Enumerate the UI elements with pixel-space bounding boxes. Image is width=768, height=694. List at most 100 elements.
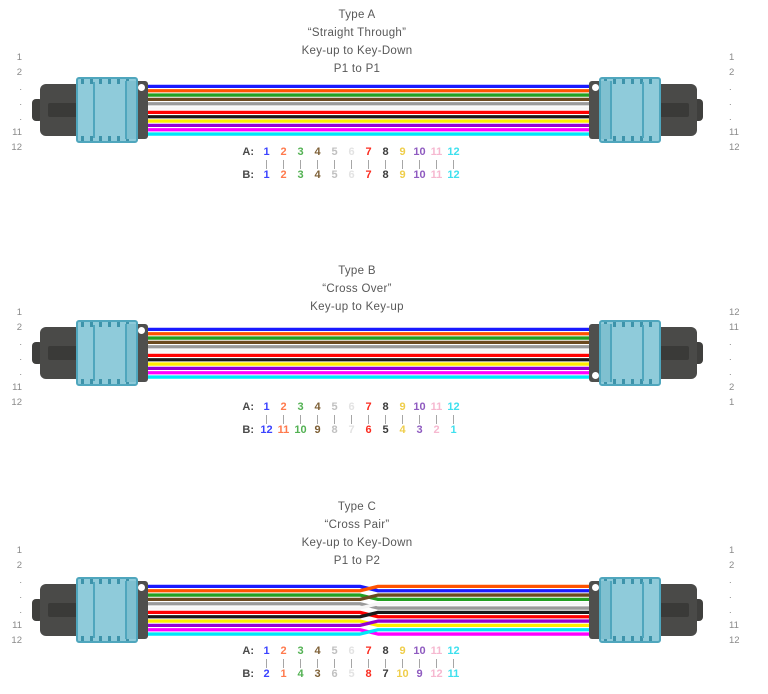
map-a-position-10: 10 — [413, 645, 426, 657]
port-number: 12 — [11, 635, 22, 646]
strain-relief — [659, 103, 689, 117]
port-number: . — [729, 97, 732, 108]
port-number: 2 — [729, 560, 735, 571]
map-a-position-10: 10 — [413, 401, 426, 413]
map-link-bar — [333, 159, 336, 169]
connector-ridges-top — [604, 322, 656, 327]
map-a-position-8: 8 — [382, 401, 389, 413]
map-b-position-1: 12 — [260, 424, 273, 436]
connector-endcap — [125, 581, 136, 639]
port-number: . — [19, 367, 22, 378]
guide-pin-dot — [138, 584, 145, 591]
port-number: 12 — [729, 307, 740, 318]
right-boot-tab — [692, 99, 703, 121]
fiber-ribbon — [146, 327, 591, 379]
fiber-strand-8 — [146, 610, 591, 619]
map-a-position-8: 8 — [382, 645, 389, 657]
map-b-position-5: 8 — [331, 424, 338, 436]
map-link-bar — [401, 159, 404, 169]
map-bar-cell — [445, 414, 462, 424]
map-bar-cell — [377, 159, 394, 169]
left-connector-body — [76, 77, 138, 143]
fiber-strand-2 — [146, 584, 591, 593]
connector-ridges-bottom — [604, 379, 656, 384]
map-b-position-10: 3 — [416, 424, 423, 436]
map-b-position-11: 2 — [433, 424, 440, 436]
map-b-position-11: 12 — [430, 668, 443, 680]
cable-assembly — [0, 278, 768, 428]
map-a-position-4: 4 — [314, 146, 321, 158]
right-connector-body — [599, 577, 661, 643]
map-link-bar — [435, 159, 438, 169]
map-b-position-7: 8 — [365, 668, 372, 680]
map-b-position-1: 1 — [263, 169, 270, 181]
port-number: 12 — [11, 397, 22, 408]
map-bar-cell — [394, 414, 411, 424]
map-link-bar — [282, 414, 285, 424]
connector-endcap — [601, 581, 612, 639]
connector-endcap — [125, 81, 136, 139]
map-bar-cell — [445, 159, 462, 169]
map-a-position-3: 3 — [297, 401, 304, 413]
map-link-bar — [299, 159, 302, 169]
map-a-position-11: 11 — [430, 146, 443, 158]
port-number: 11 — [12, 382, 22, 393]
connector-ridges-bottom — [81, 636, 133, 641]
bars-spacer — [228, 658, 254, 668]
map-b-position-4: 3 — [314, 668, 321, 680]
port-number: . — [19, 97, 22, 108]
map-a-position-11: 11 — [430, 401, 443, 413]
map-a-position-6: 6 — [348, 401, 355, 413]
connector-ridges-top — [81, 322, 133, 327]
map-b-position-6: 5 — [348, 668, 355, 680]
map-link-bar — [350, 414, 353, 424]
left-boot-tab — [32, 342, 43, 364]
connector-divider — [642, 82, 644, 138]
map-b-position-12: 12 — [447, 169, 460, 181]
map-a-position-1: 1 — [263, 146, 270, 158]
map-link-bar — [282, 159, 285, 169]
port-number: . — [19, 82, 22, 93]
map-link-bar — [265, 159, 268, 169]
map-b-position-11: 11 — [430, 169, 443, 181]
connector-ridges-bottom — [604, 636, 656, 641]
map-link-bar — [452, 658, 455, 668]
port-number: . — [729, 82, 732, 93]
port-number: . — [19, 112, 22, 123]
map-link-bar — [265, 414, 268, 424]
connector-divider — [93, 582, 95, 638]
map-a-position-10: 10 — [413, 146, 426, 158]
map-b-position-8: 8 — [382, 169, 389, 181]
map-bar-cell — [343, 414, 360, 424]
map-b-position-12: 11 — [447, 668, 460, 680]
port-number: 12 — [729, 142, 740, 153]
map-a-position-3: 3 — [297, 146, 304, 158]
map-link-bar — [418, 658, 421, 668]
connector-ridges-top — [604, 579, 656, 584]
diagram-type-a: Type A“Straight Through”Key-up to Key-Do… — [0, 0, 768, 231]
map-bar-cell — [360, 159, 377, 169]
port-number: 1 — [16, 545, 22, 556]
map-link-bar — [401, 658, 404, 668]
map-link-bar — [435, 658, 438, 668]
fiber-map-bars — [228, 159, 473, 169]
map-bar-cell — [343, 658, 360, 668]
map-a-position-3: 3 — [297, 645, 304, 657]
connector-ridges-top — [81, 579, 133, 584]
title-line: Type B — [338, 265, 376, 277]
title-line: Key-up to Key-Down — [301, 45, 413, 57]
map-bar-cell — [394, 159, 411, 169]
map-bar-cell — [411, 658, 428, 668]
right-boot-tab — [692, 342, 703, 364]
map-bar-cell — [360, 414, 377, 424]
map-b-position-6: 7 — [348, 424, 355, 436]
map-bar-cell — [326, 658, 343, 668]
fiber-ribbon — [146, 584, 591, 636]
guide-pin-dot — [592, 84, 599, 91]
map-bar-cell — [326, 159, 343, 169]
